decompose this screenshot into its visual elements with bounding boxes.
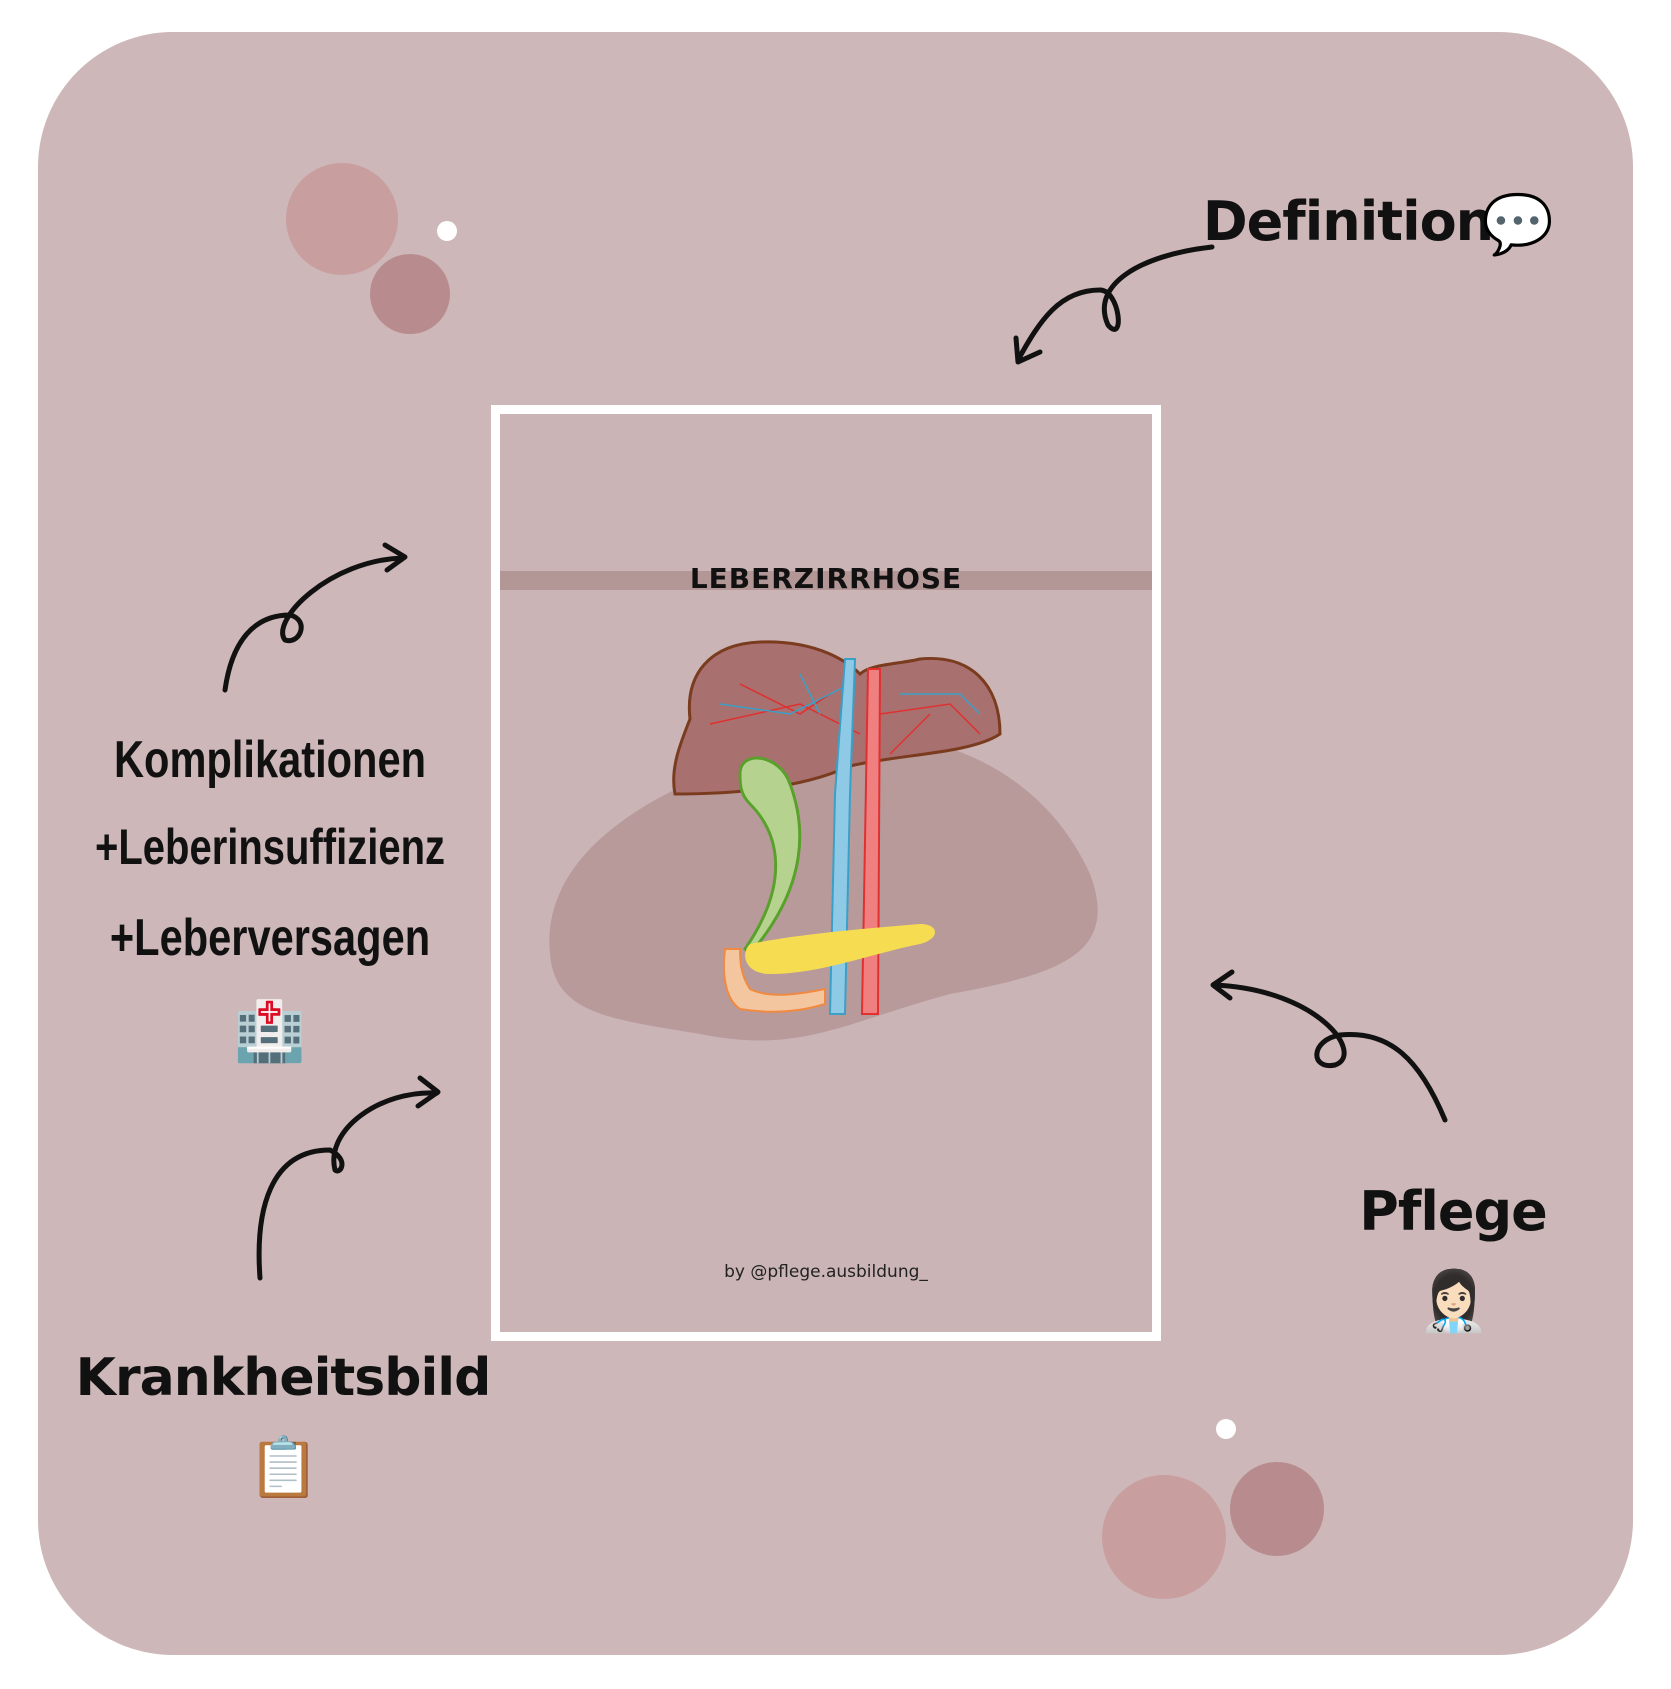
arrow-to-definition bbox=[1015, 244, 1215, 363]
decor-dot bbox=[1216, 1419, 1236, 1439]
arrowhead bbox=[415, 1075, 441, 1109]
arrowhead bbox=[382, 542, 408, 573]
decor-circle bbox=[370, 254, 450, 334]
liver-illustration bbox=[549, 640, 1098, 1041]
arrow-from-komplikationen bbox=[222, 555, 406, 693]
label-leberinsuffizienz: +Leberinsuffizienz bbox=[94, 819, 446, 875]
decor-circle bbox=[1230, 1462, 1324, 1556]
liver bbox=[672, 640, 1002, 796]
label-krankheitsbild: Krankheitsbild bbox=[75, 1348, 492, 1408]
nurse-icon: 👩🏻‍⚕️ bbox=[1417, 1267, 1491, 1335]
arrowhead bbox=[1210, 969, 1235, 1001]
duodenum bbox=[722, 948, 826, 1013]
cover-credit: by @pflege.ausbildung_ bbox=[724, 1262, 928, 1282]
speech-bubble-icon: 💬 bbox=[1481, 190, 1555, 258]
arrow-from-krankheitsbild bbox=[256, 1090, 440, 1281]
portal-vein bbox=[828, 658, 857, 1015]
label-pflege: Pflege bbox=[1359, 1180, 1547, 1243]
cover-title: LEBERZIRRHOSE bbox=[689, 562, 963, 595]
arrowhead bbox=[1013, 335, 1043, 365]
aorta bbox=[860, 668, 882, 1015]
decor-circle bbox=[1102, 1475, 1226, 1599]
label-komplikationen: Komplikationen bbox=[113, 731, 427, 789]
shadow-blob bbox=[549, 735, 1098, 1041]
cover-preview[interactable]: LEBERZIRRHOSE by @pflege.ausbildung_ bbox=[491, 405, 1161, 1341]
decor-dot bbox=[437, 221, 457, 241]
title-band bbox=[500, 571, 1152, 590]
label-leberversagen: +Leberversagen bbox=[109, 909, 431, 967]
label-definition: Definition bbox=[1202, 190, 1494, 253]
pancreas bbox=[745, 924, 935, 974]
hospital-icon: 🏥 bbox=[233, 997, 307, 1065]
clipboard-icon: 📋 bbox=[247, 1433, 321, 1501]
arrow-from-pflege bbox=[1212, 982, 1448, 1123]
decor-circle bbox=[286, 163, 398, 275]
